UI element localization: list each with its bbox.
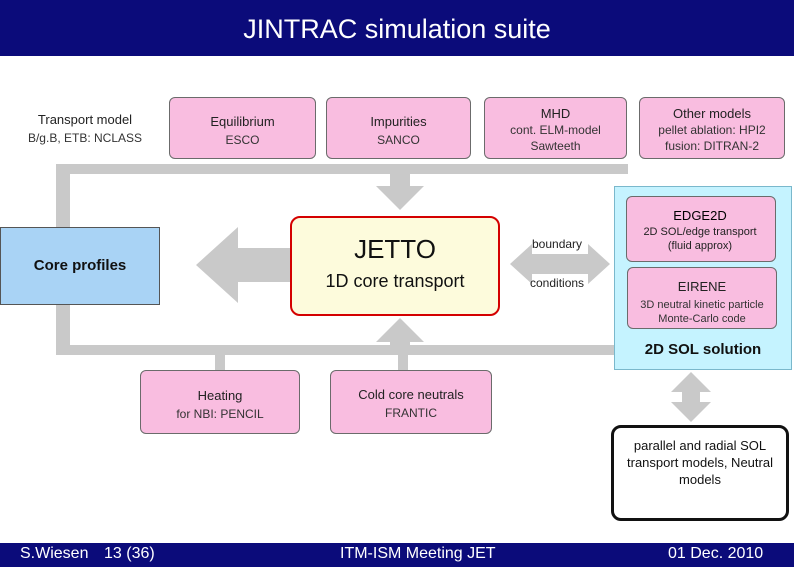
title-bar: JINTRAC simulation suite xyxy=(0,0,794,56)
transport-model-title: Transport model xyxy=(37,112,133,127)
conditions-label: conditions xyxy=(530,276,585,290)
connector-cold-stub xyxy=(398,345,408,370)
footer-meeting: ITM-ISM Meeting JET xyxy=(340,545,496,562)
impurities-title: Impurities xyxy=(370,114,427,129)
connector-bottom xyxy=(56,345,614,355)
mhd-title: MHD xyxy=(540,106,571,121)
transport-model-sub: B/g.B, ETB: NCLASS xyxy=(27,131,143,145)
footer-author: S.Wiesen xyxy=(20,545,89,562)
eirene-box: EIRENE 3D neutral kinetic particle Monte… xyxy=(627,267,777,329)
arrow-boundary-double xyxy=(510,244,610,284)
footer-date: 01 Dec. 2010 xyxy=(668,545,764,562)
sol-panel: EDGE2D 2D SOL/edge transport (fluid appr… xyxy=(614,186,792,370)
connector-left-lower xyxy=(56,303,70,355)
footer-bar: S.Wiesen 13 (36) ITM-ISM Meeting JET 01 … xyxy=(0,543,794,567)
footer-page: 13 (36) xyxy=(104,545,155,562)
mhd-sub2: Sawteeth xyxy=(530,139,581,153)
cold-core-box: Cold core neutrals FRANTIC xyxy=(330,370,492,434)
other-models-box: Other models pellet ablation: HPI2 fusio… xyxy=(639,97,785,159)
heating-sub: for NBI: PENCIL xyxy=(176,407,264,421)
edge2d-box xyxy=(626,196,776,262)
heating-box: Heating for NBI: PENCIL xyxy=(140,370,300,434)
edge2d-title-overlay: EDGE2D xyxy=(673,208,727,223)
equilibrium-box: Equilibrium ESCO xyxy=(169,97,316,159)
core-profiles-label: Core profiles xyxy=(33,257,127,274)
equilibrium-sub: ESCO xyxy=(225,133,260,147)
connector-left-upper xyxy=(56,164,70,227)
cold-core-sub: FRANTIC xyxy=(385,406,437,420)
arrow-up-to-jetto xyxy=(376,318,424,352)
heating-title: Heating xyxy=(197,388,243,403)
eirene-title: EIRENE xyxy=(677,279,727,294)
arrow-left-to-core-profiles xyxy=(196,227,290,303)
eirene-sub: 3D neutral kinetic particle Monte-Carlo … xyxy=(640,299,764,325)
parallel-models-box: parallel and radial SOL transport models… xyxy=(611,425,789,521)
jetto-sub: 1D core transport xyxy=(325,271,465,291)
connector-heating-stub xyxy=(215,345,225,370)
jetto-box: JETTO 1D core transport xyxy=(290,216,500,316)
core-profiles-box: Core profiles xyxy=(0,227,160,305)
other-models-sub: pellet ablation: HPI2 xyxy=(658,123,766,137)
mhd-box: MHD cont. ELM-model Sawteeth xyxy=(484,97,627,159)
other-models-title: Other models xyxy=(672,106,752,121)
other-models-sub2: fusion: DITRAN-2 xyxy=(664,139,760,153)
impurities-box: Impurities SANCO xyxy=(326,97,471,159)
connector-top xyxy=(56,164,628,174)
edge2d-sub-overlay: 2D SOL/edge transport (fluid approx) xyxy=(643,226,757,252)
equilibrium-title: Equilibrium xyxy=(210,114,275,129)
boundary-label: boundary xyxy=(532,237,583,251)
parallel-models-text: parallel and radial SOL transport models… xyxy=(627,438,773,487)
arrow-down-to-jetto xyxy=(376,172,424,210)
page-title: JINTRAC simulation suite xyxy=(243,14,551,44)
arrow-sol-double xyxy=(671,372,711,422)
edge2d-text-layer: EDGE2D 2D SOL/edge transport (fluid appr… xyxy=(626,196,774,260)
jetto-title: JETTO xyxy=(354,234,436,264)
cold-core-title: Cold core neutrals xyxy=(358,387,464,402)
transport-model-box: Transport model B/g.B, ETB: NCLASS xyxy=(20,104,150,150)
mhd-sub: cont. ELM-model xyxy=(510,123,601,137)
impurities-sub: SANCO xyxy=(377,133,420,147)
sol-solution-label: 2D SOL solution xyxy=(644,341,762,358)
